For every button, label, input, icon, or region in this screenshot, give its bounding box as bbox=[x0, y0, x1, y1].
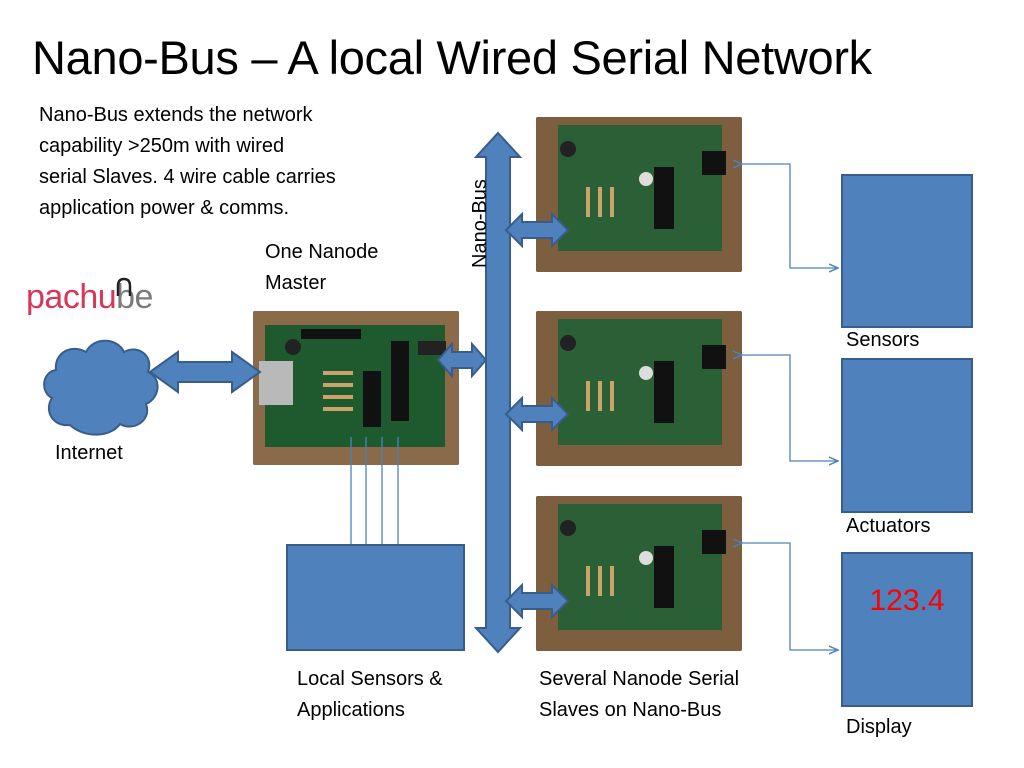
logo-part-1: pachu bbox=[26, 278, 117, 316]
sensors-connector bbox=[742, 164, 838, 268]
logo-part-2: be bbox=[116, 278, 153, 316]
slave-board-photo-3 bbox=[536, 496, 742, 651]
slave-board-photo-1 bbox=[536, 117, 742, 272]
double-arrow-icon bbox=[148, 350, 262, 394]
display-box: 123.4 bbox=[841, 552, 973, 707]
nano-bus-arrow bbox=[473, 131, 523, 654]
logo-plug-icon bbox=[116, 277, 132, 296]
actuators-connector bbox=[742, 355, 838, 461]
actuators-box bbox=[841, 358, 973, 513]
slave2-bus-arrow bbox=[504, 395, 570, 433]
sensors-label: Sensors bbox=[846, 329, 920, 351]
local-sensors-label: Local Sensors & Applications bbox=[297, 668, 443, 721]
master-board-photo bbox=[253, 311, 459, 465]
master-label: One Nanode Master bbox=[265, 241, 379, 294]
slaves-label: Several Nanode Serial Slaves on Nano-Bus bbox=[539, 668, 740, 721]
actuators-label: Actuators bbox=[846, 515, 931, 537]
slave-board-photo-2 bbox=[536, 311, 742, 466]
local-wires bbox=[350, 437, 399, 544]
slide-title: Nano-Bus – A local Wired Serial Network bbox=[32, 31, 872, 84]
cloud-icon bbox=[43, 339, 159, 436]
display-value: 123.4 bbox=[869, 584, 945, 617]
pachube-logo: pachube bbox=[26, 278, 153, 317]
display-connector bbox=[742, 543, 838, 650]
nano-bus-label: Nano-Bus bbox=[469, 179, 491, 268]
description-text: Nano-Bus extends the network capability … bbox=[39, 104, 336, 219]
master-bus-arrow bbox=[436, 341, 488, 379]
local-sensors-box bbox=[286, 544, 465, 651]
slave3-bus-arrow bbox=[504, 582, 570, 620]
slave1-bus-arrow bbox=[504, 211, 570, 249]
display-label: Display bbox=[846, 716, 912, 738]
sensors-box bbox=[841, 174, 973, 328]
internet-label: Internet bbox=[55, 442, 123, 464]
